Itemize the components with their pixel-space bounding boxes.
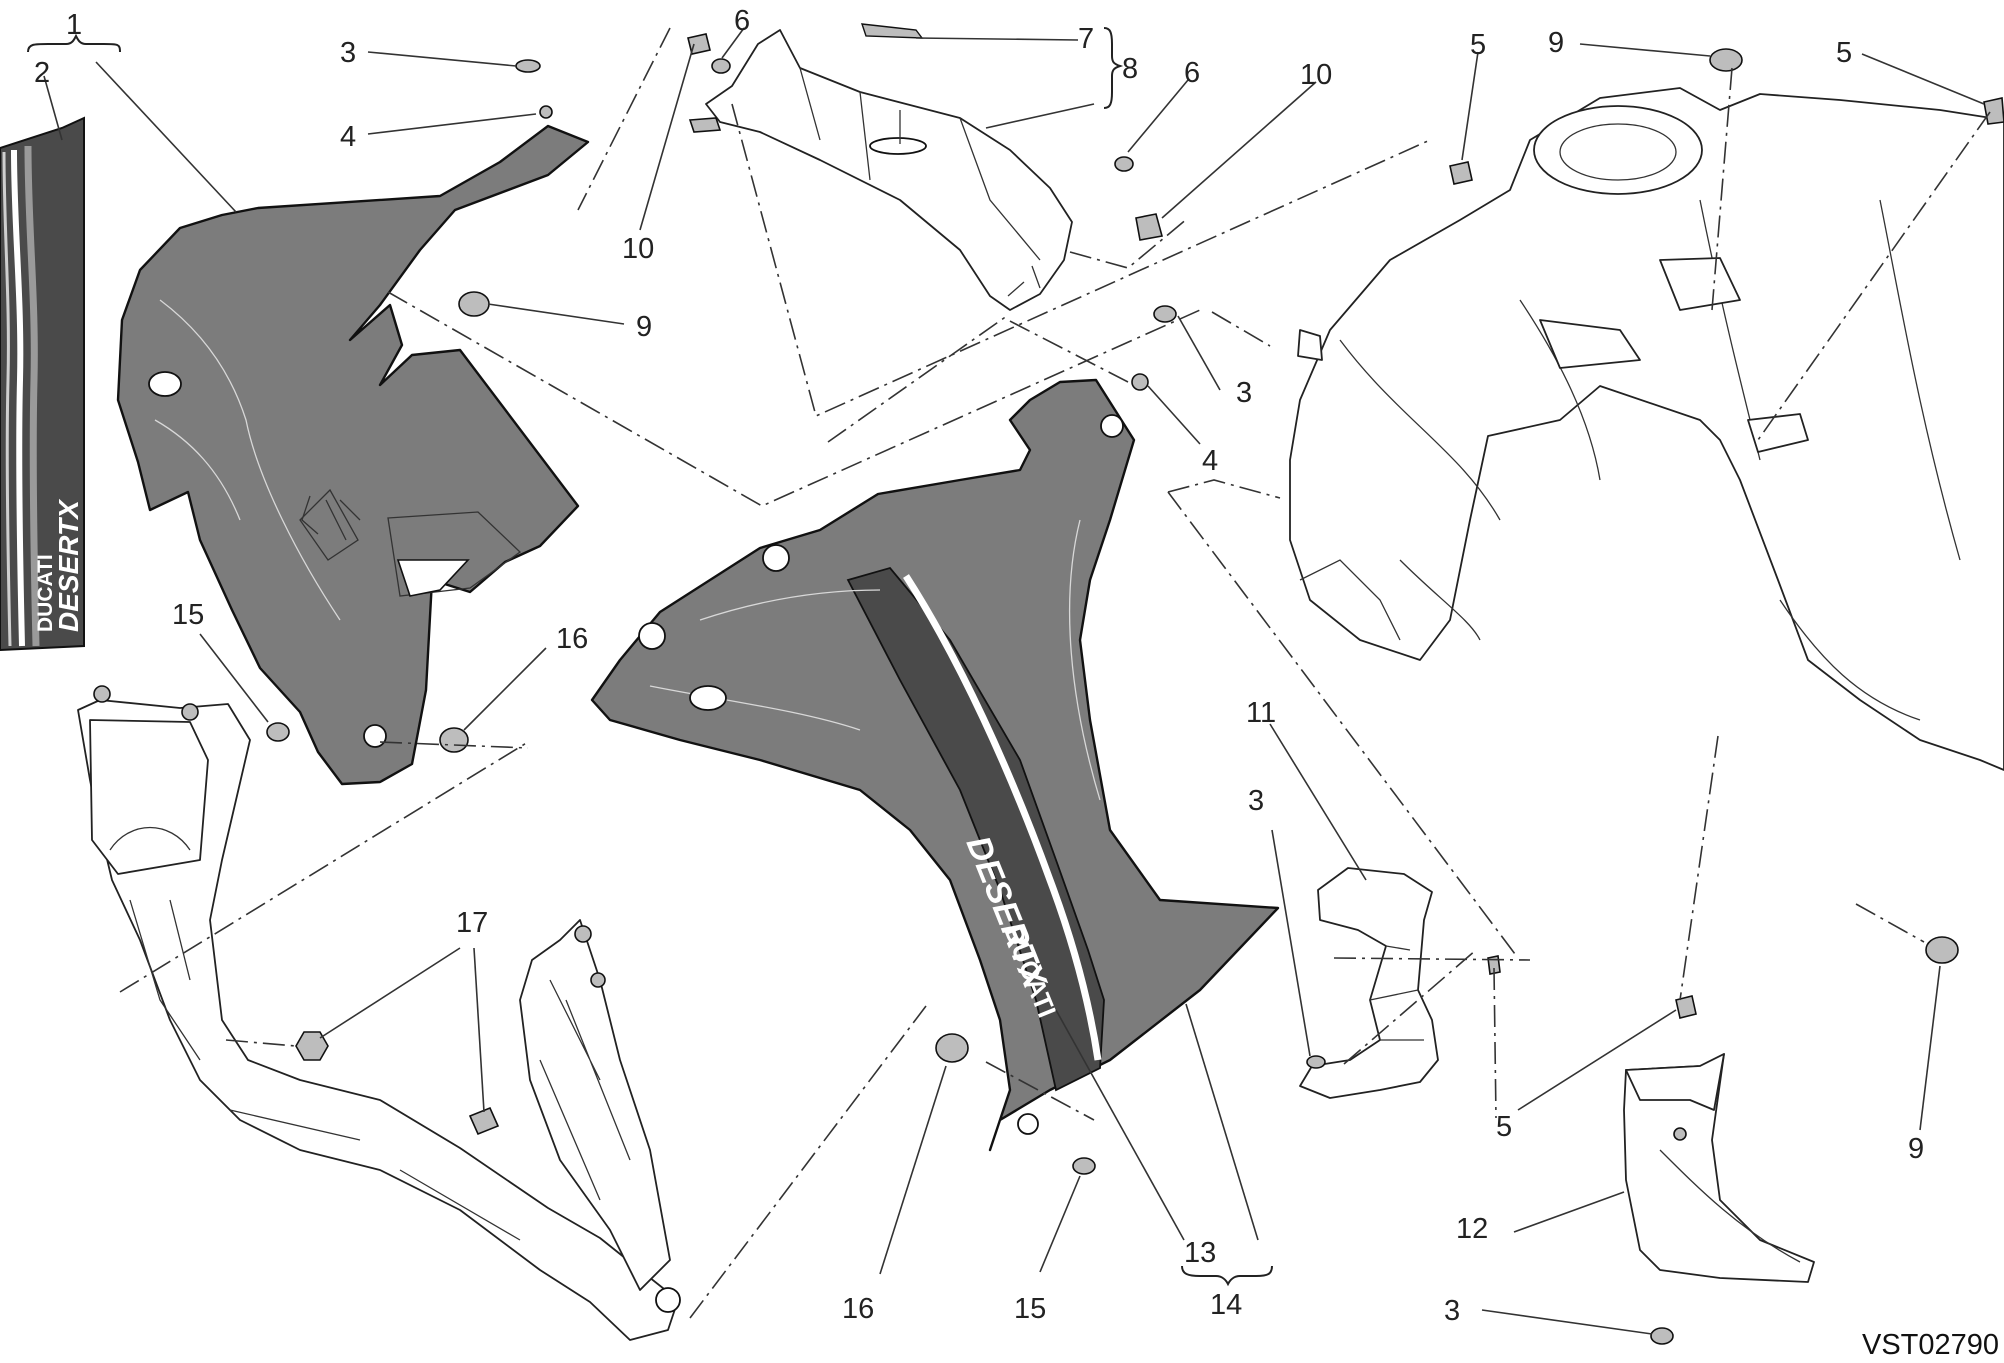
screw-icon [1153,305,1177,323]
hex-nut-icon [295,1031,329,1061]
callout-10: 10 [622,233,654,265]
drawing-code: VST02790 [1862,1329,1999,1361]
callout-6: 6 [1184,57,1200,89]
clip-nut-icon [1983,97,2004,125]
callout-12: 12 [1456,1213,1488,1245]
callout-2: 2 [34,57,50,89]
screw-icon [1114,156,1134,172]
fasteners [266,33,2004,1345]
callout-6: 6 [734,5,750,37]
screw-icon [266,722,290,742]
callout-10: 10 [1300,59,1332,91]
callout-5: 5 [1470,29,1486,61]
decal-sticker: DUCATI DESERTX [0,116,85,652]
assembly-lines [119,27,1991,1319]
grommet-icon [935,1033,969,1063]
grommet-icon [458,291,490,317]
callout-17: 17 [456,907,488,939]
grommet-icon [1709,48,1743,72]
clip-nut-icon [1487,955,1501,975]
callout-3: 3 [1248,785,1264,817]
left-lower-inner-frame [77,685,681,1341]
clip-nut-icon [1449,161,1473,185]
braces [27,27,1273,1287]
screw-icon [515,59,541,73]
decal-model-text: DESERTX [53,498,84,632]
decal-brand-text: DUCATI [34,554,57,632]
brace-1 [27,33,121,53]
callout-9: 9 [1548,27,1564,59]
fuel-tank [1289,87,2004,771]
callout-15: 15 [172,599,204,631]
callout-9: 9 [636,311,652,343]
callout-3: 3 [1444,1295,1460,1327]
screw-icon [711,58,731,74]
callout-13: 13 [1184,1237,1216,1269]
callout-16: 16 [842,1293,874,1325]
callout-1: 1 [66,9,82,41]
callout-8: 8 [1122,53,1138,85]
callout-11: 11 [1246,697,1276,729]
air-duct [688,23,1073,311]
callout-5: 5 [1836,37,1852,69]
grommet-icon [1925,936,1959,964]
callout-5: 5 [1496,1111,1512,1143]
right-lower-bracket [1299,867,1439,1099]
small-cover [1623,1053,1815,1283]
grommet-icon [439,727,469,753]
callout-7: 7 [1078,23,1094,55]
right-side-panel-large: DUCATI DESERTX [590,378,1280,1152]
clip-nut-icon [687,33,711,55]
washer-icon [1131,373,1149,391]
callout-16: 16 [556,623,588,655]
clip-nut-icon [1135,213,1164,241]
screw-icon [1306,1055,1326,1069]
callout-4: 4 [1202,445,1218,477]
callout-3: 3 [340,37,356,69]
left-upper-side-panel [116,124,590,786]
callout-15: 15 [1014,1293,1046,1325]
leader-lines [43,27,1985,1335]
callout-3: 3 [1236,377,1252,409]
screw-icon [1650,1327,1674,1345]
screw-icon [1072,1157,1096,1175]
callout-4: 4 [340,121,356,153]
brace-8 [1103,27,1124,109]
brace-14 [1181,1265,1273,1287]
washer-icon [539,105,553,119]
callout-14: 14 [1210,1289,1242,1321]
callout-9: 9 [1908,1133,1924,1165]
callout-labels: 1 2 3 4 6 7 8 6 10 10 9 5 9 5 3 4 15 16 … [34,5,1924,1327]
clip-nut-icon [1675,995,1697,1019]
